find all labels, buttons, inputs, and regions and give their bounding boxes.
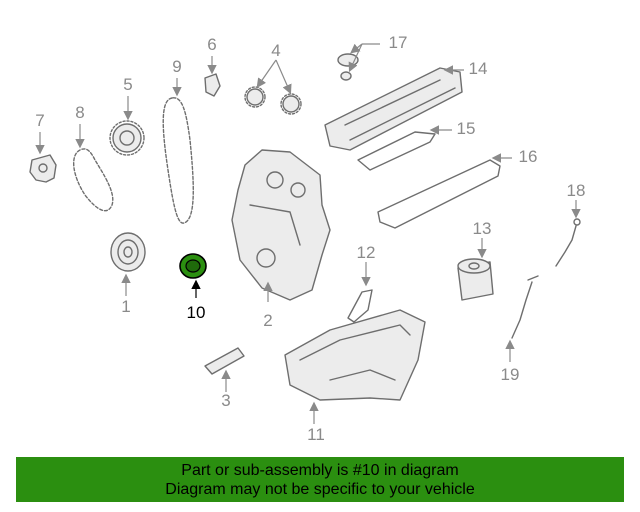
callout-8: 8: [75, 103, 85, 149]
part-6-bracket[interactable]: [204, 73, 221, 97]
callout-6: 6: [207, 35, 217, 75]
part-14-valve-cover[interactable]: [324, 67, 463, 151]
part-18-dipstick[interactable]: [555, 218, 581, 267]
svg-text:8: 8: [75, 103, 84, 122]
part-11-oil-pan[interactable]: [284, 309, 426, 401]
callout-14: 14: [443, 59, 488, 78]
part-16-gasket[interactable]: [377, 159, 501, 229]
callout-17: 17: [348, 33, 408, 73]
callout-13: 13: [473, 219, 492, 259]
part-5-sprocket[interactable]: [109, 120, 145, 156]
svg-text:13: 13: [473, 219, 492, 238]
callout-7: 7: [35, 111, 45, 155]
callout-18: 18: [567, 181, 586, 219]
callout-15: 15: [429, 119, 476, 138]
callout-2: 2: [263, 281, 273, 330]
callout-1: 1: [121, 273, 131, 316]
part-13-oil-filter[interactable]: [457, 258, 494, 301]
svg-text:11: 11: [307, 425, 325, 444]
svg-text:10: 10: [187, 303, 206, 322]
svg-text:1: 1: [121, 297, 130, 316]
svg-text:6: 6: [207, 35, 216, 54]
svg-text:16: 16: [519, 147, 538, 166]
part-10-front-seal[interactable]: [179, 253, 207, 279]
callout-19: 19: [501, 339, 520, 384]
svg-text:3: 3: [221, 391, 230, 410]
svg-text:4: 4: [271, 41, 280, 60]
part-19-dipstick-tube[interactable]: [511, 275, 539, 339]
part-8-timing-chain[interactable]: [73, 148, 114, 212]
exploded-parts-diagram: 7 8 5 9 6 4 17 14 15 16 18: [29, 33, 586, 444]
callout-16: 16: [491, 147, 538, 166]
svg-text:9: 9: [172, 57, 181, 76]
svg-text:5: 5: [123, 75, 132, 94]
callout-12: 12: [357, 243, 376, 287]
part-2-timing-cover[interactable]: [231, 149, 331, 301]
part-1-crank-pulley[interactable]: [110, 232, 146, 272]
part-4-sprockets[interactable]: [244, 86, 302, 115]
callout-3: 3: [221, 369, 231, 410]
part-12-oil-pickup[interactable]: [347, 289, 373, 323]
callout-5: 5: [123, 75, 133, 121]
svg-text:2: 2: [263, 311, 272, 330]
svg-text:7: 7: [35, 111, 44, 130]
callout-11: 11: [307, 401, 325, 444]
part-9-timing-chain[interactable]: [162, 97, 194, 224]
part-7-tensioner[interactable]: [29, 154, 57, 183]
part-3-tube[interactable]: [204, 347, 245, 375]
svg-text:15: 15: [457, 119, 476, 138]
svg-text:12: 12: [357, 243, 376, 262]
banner-line-2: Diagram may not be specific to your vehi…: [165, 481, 475, 498]
banner-line-1: Part or sub-assembly is #10 in diagram: [181, 462, 459, 479]
svg-text:19: 19: [501, 365, 520, 384]
part-15-gasket[interactable]: [357, 131, 436, 171]
svg-text:18: 18: [567, 181, 586, 200]
info-banner: Part or sub-assembly is #10 in diagram D…: [16, 457, 624, 502]
callout-10: 10: [187, 279, 206, 322]
callout-4: 4: [256, 41, 292, 95]
svg-text:17: 17: [389, 33, 408, 52]
svg-text:14: 14: [469, 59, 488, 78]
callout-9: 9: [172, 57, 182, 97]
